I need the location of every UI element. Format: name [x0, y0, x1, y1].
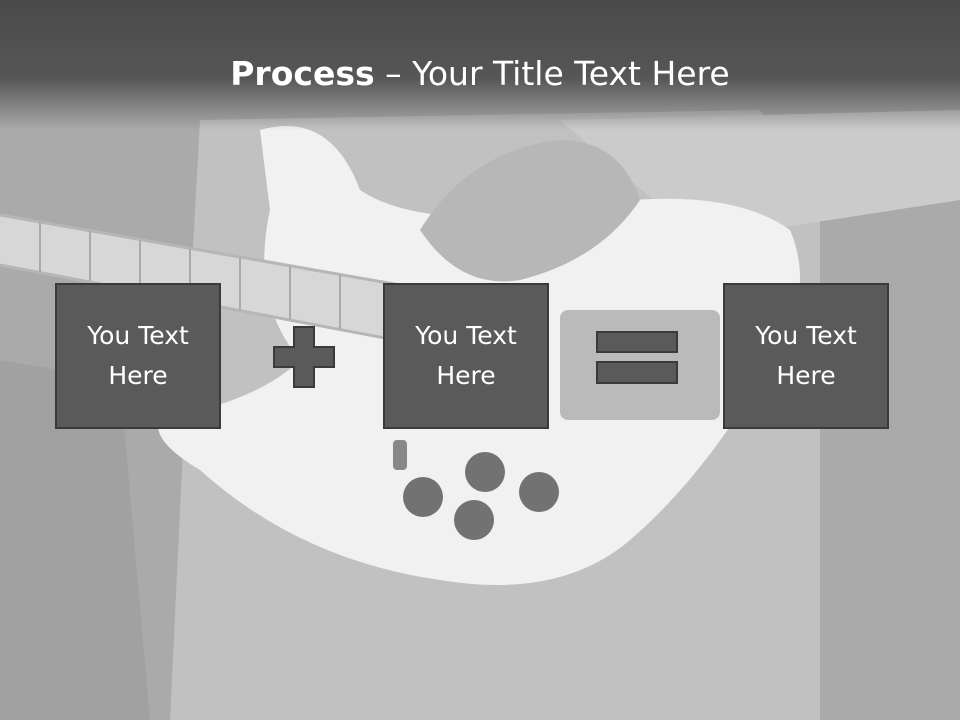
process-box-2[interactable]: You Text Here	[383, 283, 549, 429]
process-box-label: You Text Here	[755, 321, 857, 390]
process-box-1[interactable]: You Text Here	[55, 283, 221, 429]
plus-icon	[273, 326, 335, 388]
process-box-3[interactable]: You Text Here	[723, 283, 889, 429]
title-bold: Process	[230, 54, 375, 93]
process-box-label: You Text Here	[87, 321, 189, 390]
title-text: – Your Title Text Here	[374, 54, 730, 93]
process-box-label: You Text Here	[415, 321, 517, 390]
slide-title: Process – Your Title Text Here	[0, 52, 960, 96]
title-bar	[0, 0, 960, 130]
equals-icon	[596, 331, 678, 384]
